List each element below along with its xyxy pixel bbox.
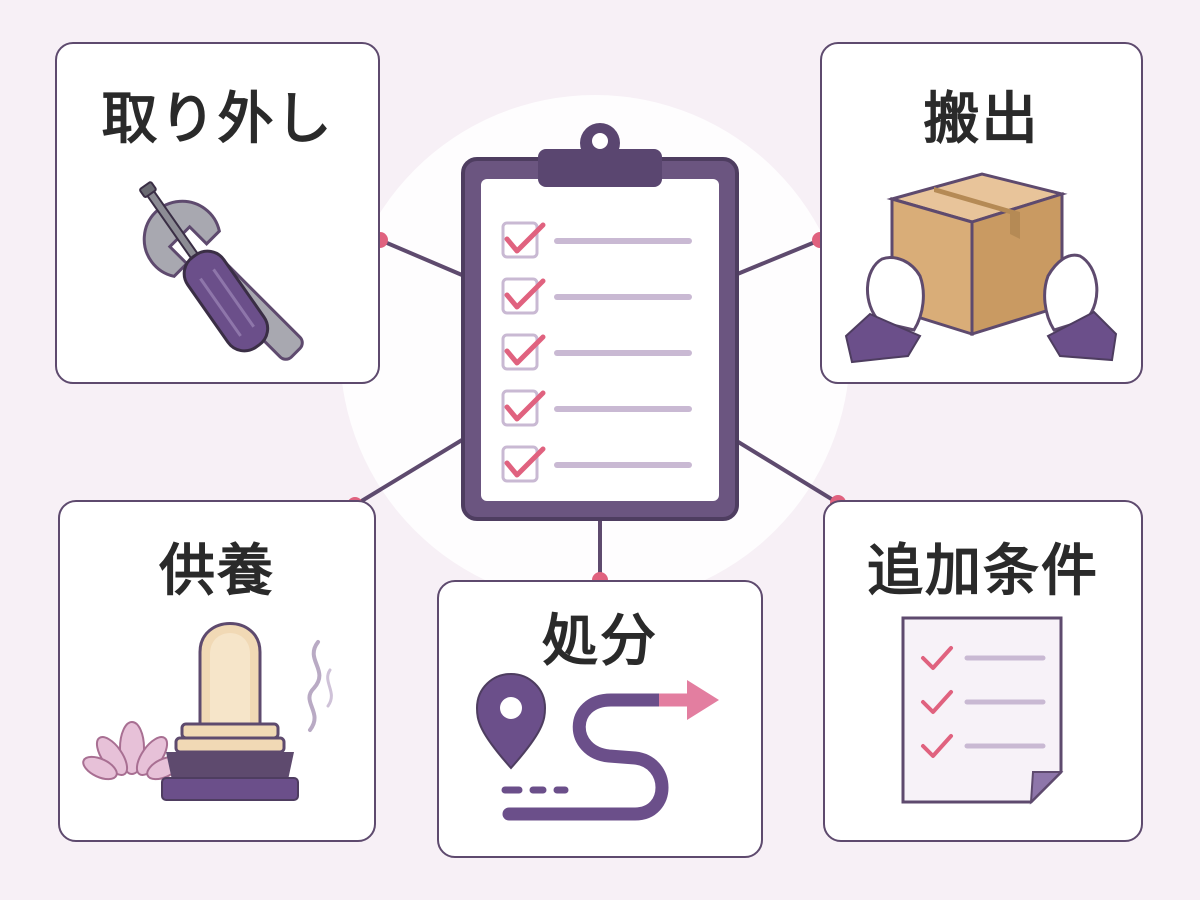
check-mark-icon (921, 734, 953, 758)
card-carry-out: 搬出 (820, 42, 1143, 384)
checkbox (501, 389, 539, 427)
card-title-carry-out: 搬出 (923, 87, 1040, 152)
check-mark-icon (504, 334, 546, 366)
checkbox (501, 445, 539, 483)
checklist-document-icon (901, 616, 1064, 805)
check-mark-icon (504, 278, 546, 310)
clipboard-checklist-icon (461, 123, 739, 521)
card-title-extra: 追加条件 (867, 539, 1099, 604)
card-removal: 取り外し (55, 42, 380, 384)
check-mark-icon (504, 222, 546, 254)
check-mark-icon (921, 646, 953, 670)
card-title-memorial: 供養 (159, 539, 275, 604)
tools-icon (139, 181, 304, 361)
checkbox (501, 277, 539, 315)
box-in-hands-icon (844, 172, 1118, 364)
card-title-disposal: 処分 (542, 609, 658, 674)
memorial-tablet-lotus-icon (82, 622, 333, 801)
check-mark-icon (921, 690, 953, 714)
route-pin-arrow-icon (475, 672, 719, 821)
card-extra: 追加条件 (823, 500, 1143, 842)
check-mark-icon (504, 446, 546, 478)
check-mark-icon (504, 390, 546, 422)
card-title-removal: 取り外し (101, 87, 334, 152)
card-memorial: 供養 (58, 500, 376, 842)
checkbox (501, 333, 539, 371)
card-disposal: 処分 (437, 580, 763, 858)
checkbox (501, 221, 539, 259)
